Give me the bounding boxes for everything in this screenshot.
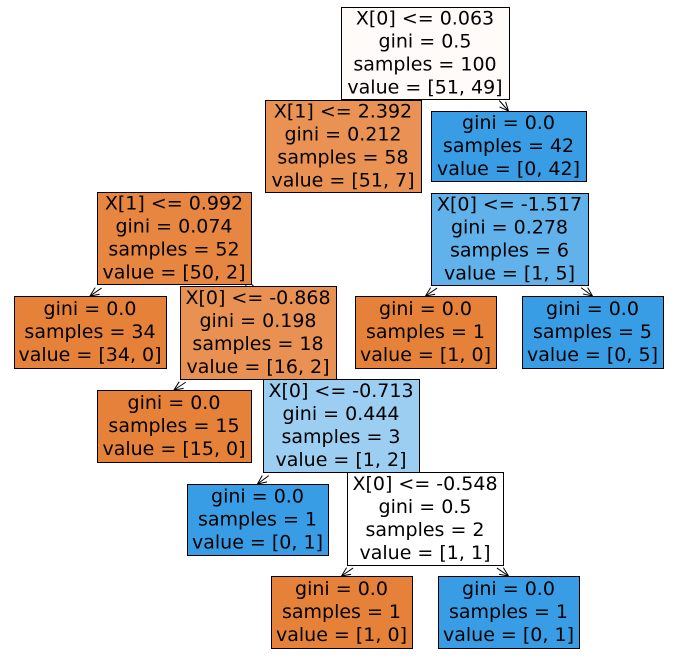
node-text-line: gini = 0.278 bbox=[451, 217, 568, 239]
node-box bbox=[97, 192, 252, 285]
node-text-line: samples = 6 bbox=[450, 240, 569, 262]
node-box bbox=[341, 7, 510, 100]
node-text-line: samples = 18 bbox=[192, 333, 323, 355]
node-text-line: X[0] <= -0.713 bbox=[268, 380, 413, 402]
node-text-line: gini = 0.074 bbox=[115, 216, 232, 238]
node-text-line: samples = 34 bbox=[24, 321, 155, 343]
node-text-line: value = [50, 2] bbox=[102, 262, 245, 284]
node-text-line: gini = 0.0 bbox=[211, 486, 304, 508]
node-text-line: value = [16, 2] bbox=[186, 356, 329, 378]
edge-n0-n2 bbox=[498, 100, 508, 111]
edge-n4-n7 bbox=[426, 288, 438, 296]
node-box bbox=[522, 296, 664, 369]
node-box bbox=[271, 576, 413, 649]
node-box bbox=[347, 472, 504, 566]
node-text-line: samples = 1 bbox=[198, 509, 317, 531]
node-text-line: samples = 3 bbox=[281, 426, 400, 448]
node-box bbox=[14, 296, 167, 369]
node-text-line: X[1] <= 2.392 bbox=[274, 101, 412, 123]
node-text-line: value = [34, 0] bbox=[18, 344, 161, 366]
node-text-line: gini = 0.0 bbox=[462, 578, 555, 600]
edge-n6-n9 bbox=[174, 382, 186, 390]
node-text-line: value = [51, 7] bbox=[271, 170, 414, 192]
node-text-line: samples = 15 bbox=[108, 415, 239, 437]
node-text-line: samples = 52 bbox=[108, 239, 239, 261]
node-text-line: samples = 2 bbox=[365, 519, 484, 541]
node-text-line: value = [0, 42] bbox=[437, 158, 580, 180]
node-box bbox=[97, 390, 252, 463]
edge-n10-n11 bbox=[258, 476, 270, 484]
edge-n3-n5 bbox=[90, 288, 102, 296]
node-text-line: value = [51, 49] bbox=[347, 77, 502, 99]
node-text-line: X[0] <= -0.548 bbox=[352, 473, 497, 495]
edge-n12-n14 bbox=[496, 568, 509, 576]
node-box bbox=[263, 379, 420, 473]
node-text-line: value = [0, 1] bbox=[192, 532, 323, 554]
node-text-line: X[0] <= 0.063 bbox=[356, 8, 494, 30]
node-text-line: gini = 0.5 bbox=[379, 496, 472, 518]
node-box bbox=[431, 111, 587, 182]
node-text-line: gini = 0.0 bbox=[128, 392, 221, 414]
node-box bbox=[180, 286, 337, 380]
node-text-line: gini = 0.0 bbox=[295, 578, 388, 600]
node-text-line: gini = 0.5 bbox=[379, 31, 472, 53]
node-text-line: X[1] <= 0.992 bbox=[105, 193, 243, 215]
node-text-line: gini = 0.444 bbox=[282, 403, 399, 425]
node-text-line: samples = 58 bbox=[277, 147, 408, 169]
edge-n4-n8 bbox=[580, 288, 592, 296]
node-box bbox=[355, 296, 497, 369]
node-box bbox=[431, 193, 589, 286]
node-text-line: value = [0, 5] bbox=[527, 344, 658, 366]
node-text-line: gini = 0.0 bbox=[546, 298, 639, 320]
node-text-line: value = [1, 1] bbox=[360, 542, 491, 564]
node-box bbox=[187, 484, 329, 556]
node-text-line: X[0] <= -1.517 bbox=[437, 194, 582, 216]
node-text-line: gini = 0.0 bbox=[379, 298, 472, 320]
node-text-line: gini = 0.0 bbox=[44, 298, 137, 320]
node-text-line: value = [0, 1] bbox=[443, 624, 574, 646]
node-text-line: samples = 1 bbox=[449, 601, 568, 623]
node-text-line: value = [1, 5] bbox=[444, 263, 575, 285]
edge-n12-n13 bbox=[342, 568, 354, 576]
node-text-line: value = [15, 0] bbox=[102, 438, 245, 460]
node-text-line: samples = 1 bbox=[366, 321, 485, 343]
node-text-line: gini = 0.0 bbox=[462, 112, 555, 134]
node-text-line: X[0] <= -0.868 bbox=[185, 287, 330, 309]
node-text-line: samples = 5 bbox=[533, 321, 652, 343]
node-box bbox=[265, 100, 422, 193]
node-text-line: value = [1, 2] bbox=[276, 449, 407, 471]
node-text-line: value = [1, 0] bbox=[276, 624, 407, 646]
node-text-line: gini = 0.212 bbox=[284, 124, 401, 146]
node-text-line: samples = 42 bbox=[443, 135, 574, 157]
node-text-line: gini = 0.198 bbox=[199, 310, 316, 332]
node-text-line: value = [1, 0] bbox=[360, 344, 491, 366]
node-text-line: samples = 1 bbox=[282, 601, 401, 623]
node-box bbox=[438, 576, 580, 649]
node-text-line: samples = 100 bbox=[353, 54, 496, 76]
